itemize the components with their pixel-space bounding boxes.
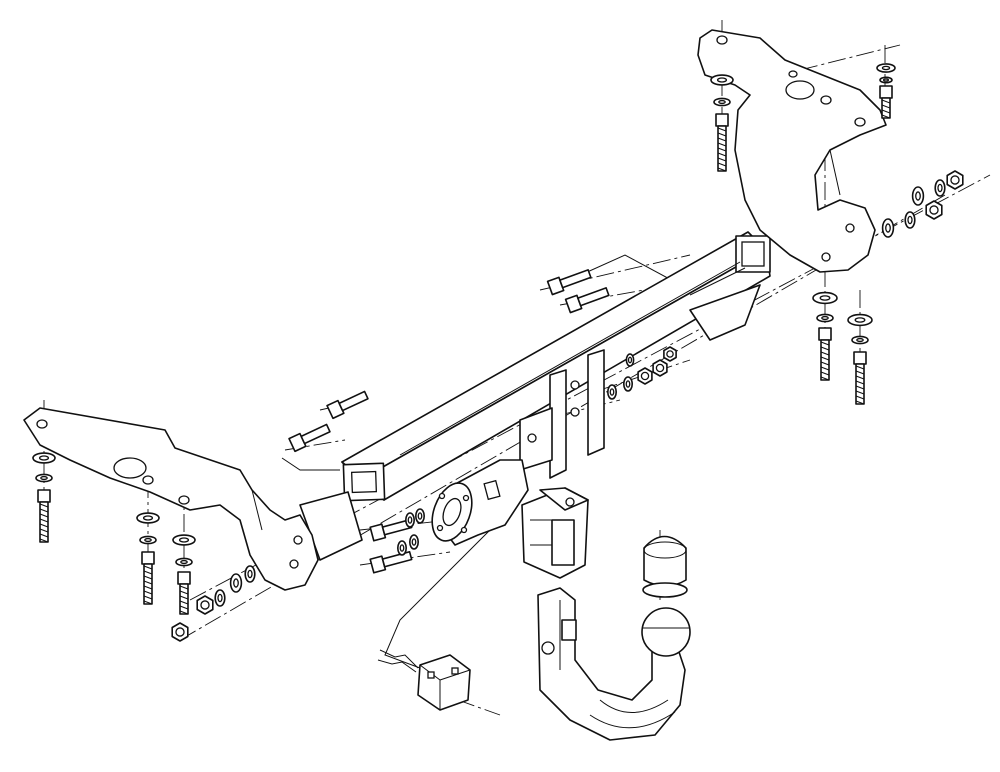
bolt-head xyxy=(37,489,51,503)
tow-ball-neck xyxy=(537,587,691,741)
bolt-head xyxy=(879,85,893,99)
electrical-socket xyxy=(377,649,471,711)
bolt xyxy=(288,423,331,453)
bolt-head xyxy=(177,571,191,585)
bolt-head xyxy=(141,551,155,565)
ball-locking-mechanism xyxy=(521,487,589,579)
bolt-head xyxy=(853,351,867,365)
left-mounting-bracket xyxy=(23,407,319,591)
bolt xyxy=(369,550,413,574)
bolts-nuts-washers xyxy=(32,63,964,642)
tow-ball-cover xyxy=(642,535,688,598)
bolt xyxy=(546,269,592,296)
bolt-head xyxy=(818,327,832,341)
crossbar-tube xyxy=(299,231,771,561)
bolt xyxy=(564,287,610,314)
socket-plate xyxy=(431,459,529,546)
bolt-head xyxy=(715,113,729,127)
right-mounting-bracket xyxy=(697,29,887,273)
bolt xyxy=(326,390,369,420)
